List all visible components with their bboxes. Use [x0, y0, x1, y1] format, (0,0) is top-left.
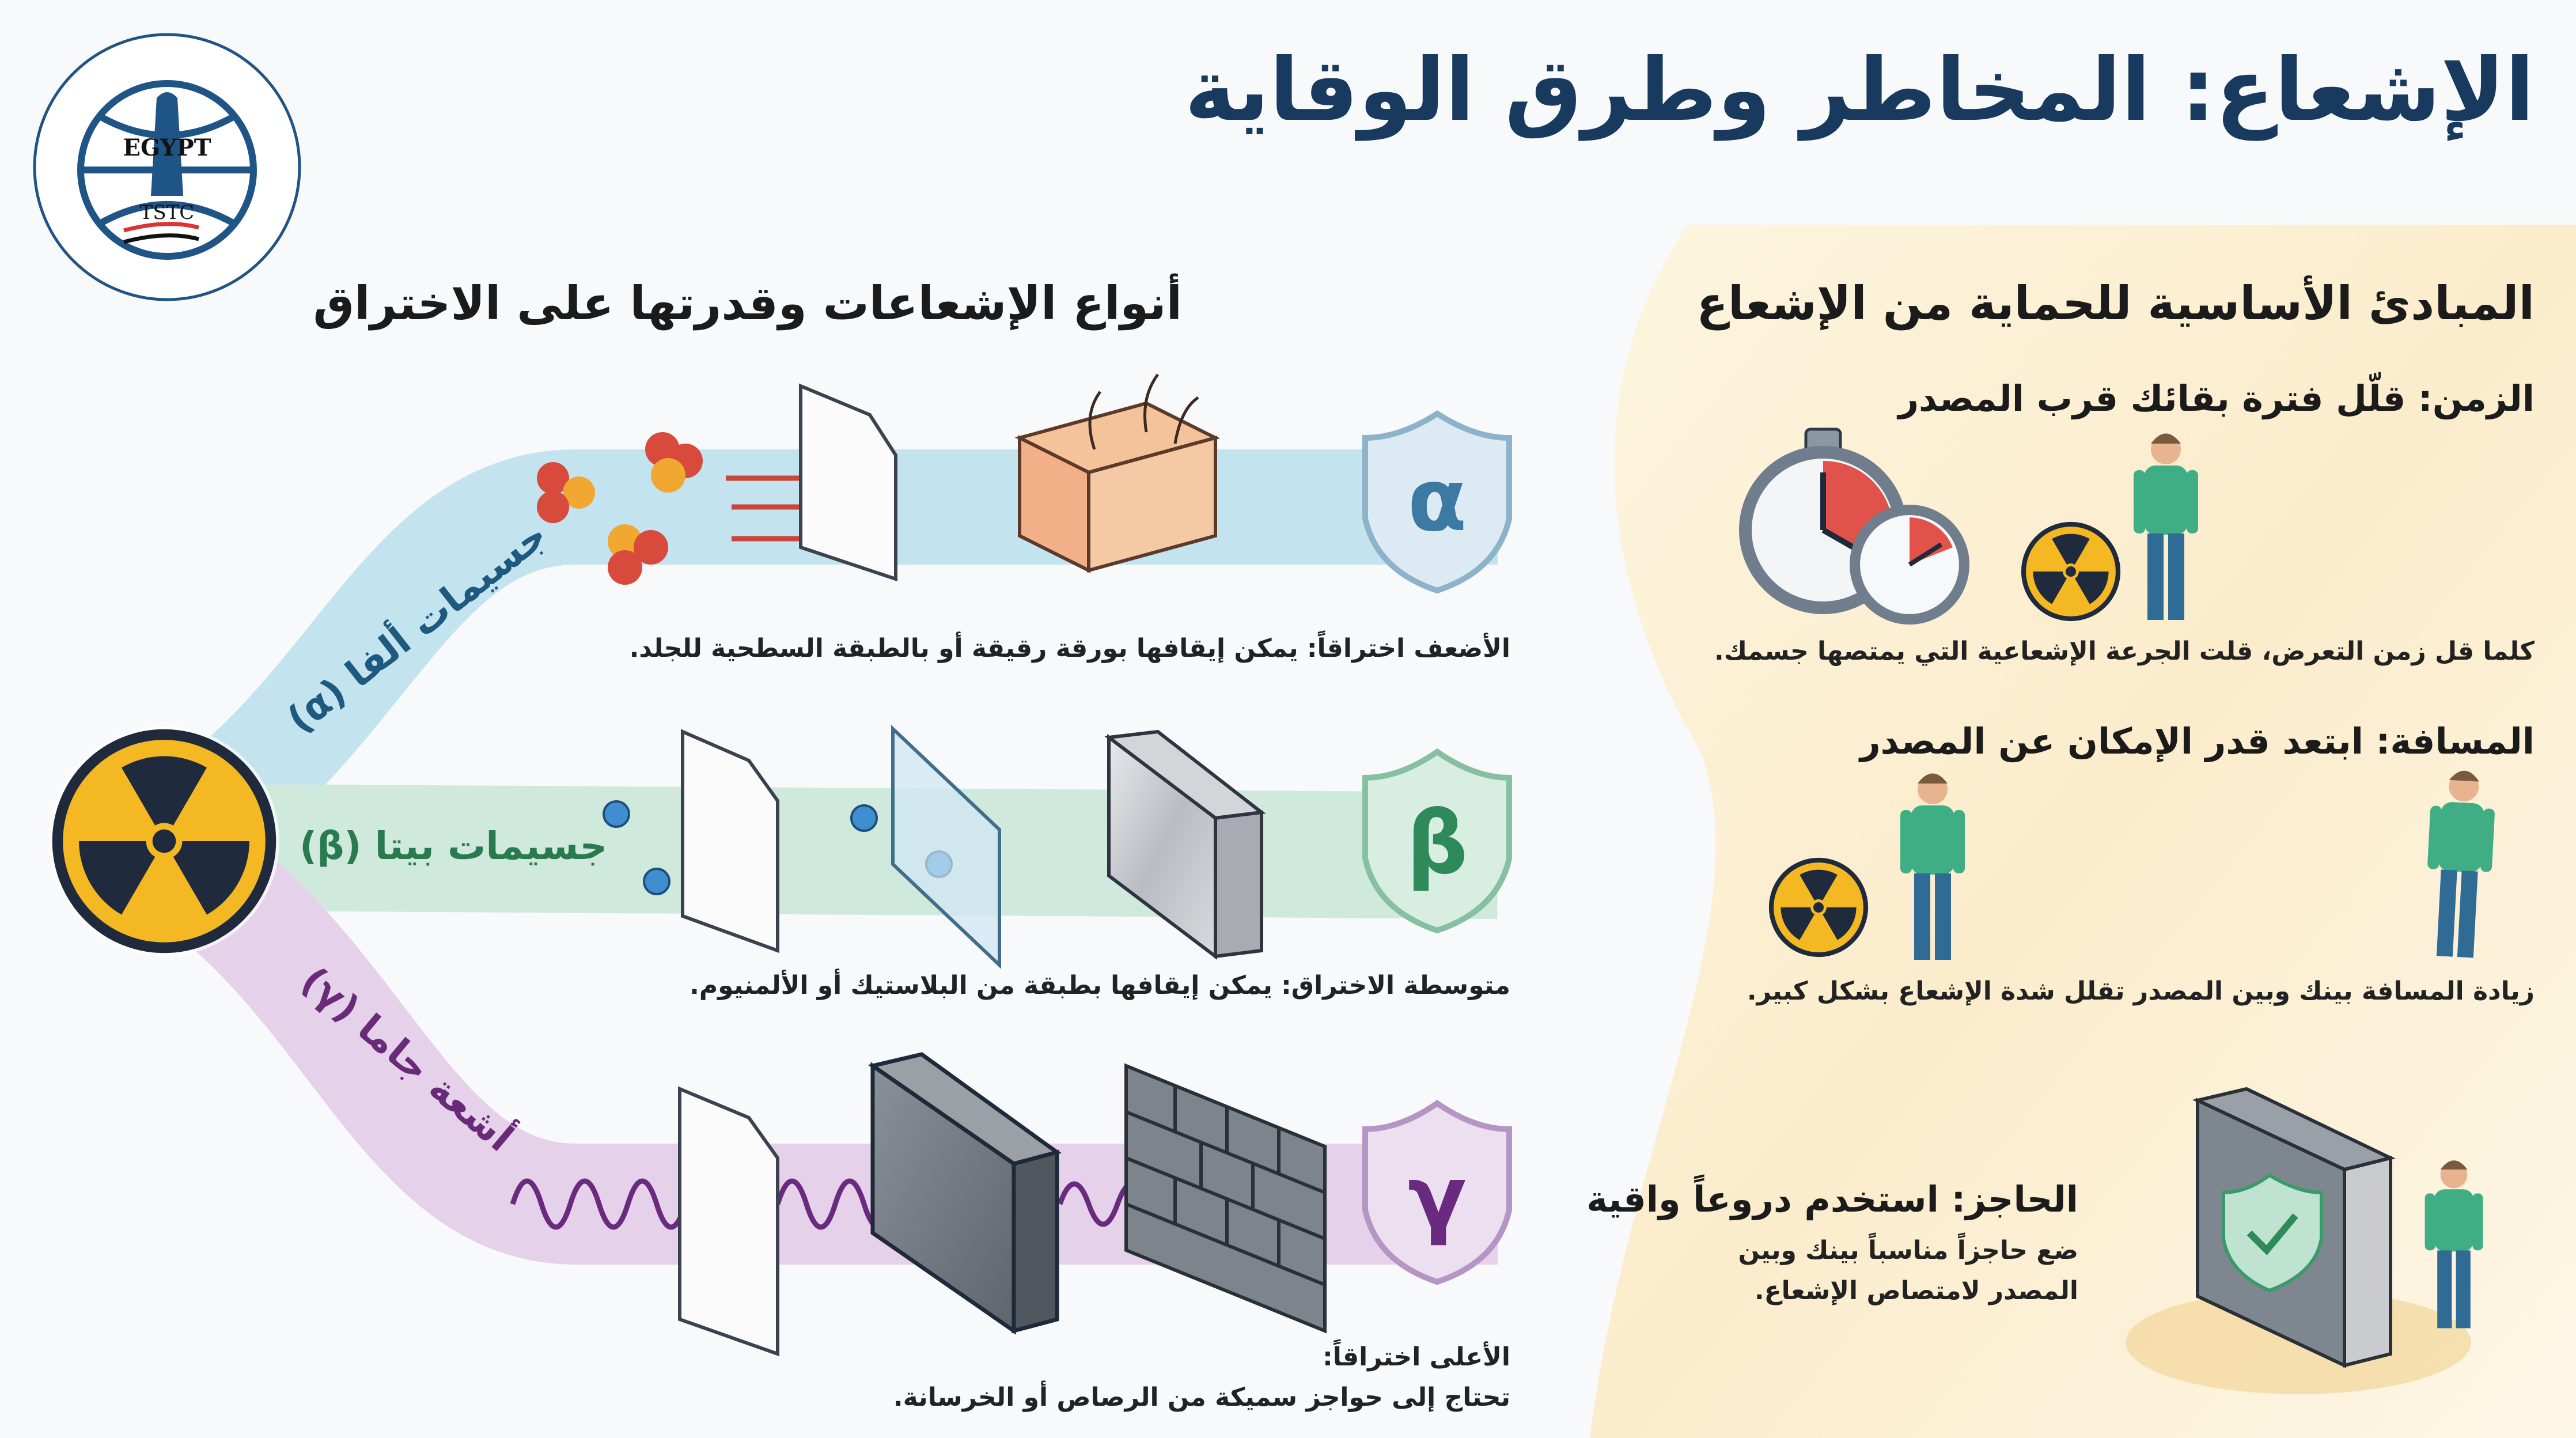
paper-sheet-icon: [678, 1086, 779, 1357]
stopwatch-icon: [1739, 427, 1969, 625]
gamma-caption-line1: الأعلى اختراقاً:: [1323, 1342, 1510, 1372]
aluminum-block-icon: [1104, 729, 1266, 960]
beta-band: [164, 784, 1498, 919]
alpha-shield-icon: α: [1362, 410, 1512, 594]
types-heading: أنواع الإشعاعات وقدرتها على الاختراق: [313, 277, 1182, 330]
beta-shield-icon: β: [1362, 748, 1512, 934]
paper-sheet-icon: [681, 729, 779, 953]
logo-abbr: TSTC: [140, 201, 195, 224]
radiation-hazard-icon: [1771, 860, 1866, 955]
radiation-hazard-icon: [2024, 524, 2118, 619]
plastic-sheet-icon: [891, 725, 1001, 969]
company-logo: EGYPT TSTC: [33, 33, 301, 301]
brick-wall-icon: [1124, 1063, 1327, 1334]
shield-wall-icon: [2192, 1087, 2396, 1368]
protection-heading: المبادئ الأساسية للحماية من الإشعاع: [1696, 277, 2535, 330]
time-caption: كلما قل زمن التعرض، قلت الجرعة الإشعاعية…: [1714, 637, 2535, 666]
alpha-caption: الأضعف اختراقاً: يمكن إيقافها بورقة رقيق…: [629, 634, 1510, 663]
gamma-symbol: γ: [1408, 1148, 1467, 1248]
shielding-caption-line2: المصدر لامتصاص الإشعاع.: [1754, 1276, 2078, 1305]
alpha-symbol: α: [1407, 451, 1467, 551]
shielding-heading: الحاجز: استخدم دروعاً واقية: [1586, 1178, 2078, 1220]
page-title: الإشعاع: المخاطر وطرق الوقاية: [1184, 40, 2535, 141]
alpha-particles-icon: [537, 432, 703, 585]
beta-symbol: β: [1406, 793, 1468, 894]
beta-label: جسيمات بيتا (β): [300, 824, 608, 868]
beta-caption: متوسطة الاختراق: يمكن إيقافها بطبقة من ا…: [690, 971, 1510, 1000]
logo-country: EGYPT: [123, 134, 211, 161]
gamma-shield-icon: γ: [1362, 1099, 1512, 1285]
radiation-source-icon: [49, 726, 279, 956]
skin-layer-icon: [1014, 373, 1221, 573]
gamma-caption-line2: تحتاج إلى حواجز سميكة من الرصاص أو الخرس…: [893, 1383, 1510, 1412]
paper-sheet-icon: [799, 383, 897, 582]
shielding-caption-line1: ضع حاجزاً مناسباً بينك وبين: [1738, 1236, 2078, 1265]
distance-heading: المسافة: ابتعد قدر الإمكان عن المصدر: [1859, 720, 2535, 762]
concrete-block-icon: [867, 1052, 1062, 1335]
distance-caption: زيادة المسافة بينك وبين المصدر تقلل شدة …: [1747, 977, 2535, 1006]
time-heading: الزمن: قلّل فترة بقائك قرب المصدر: [1898, 377, 2535, 419]
